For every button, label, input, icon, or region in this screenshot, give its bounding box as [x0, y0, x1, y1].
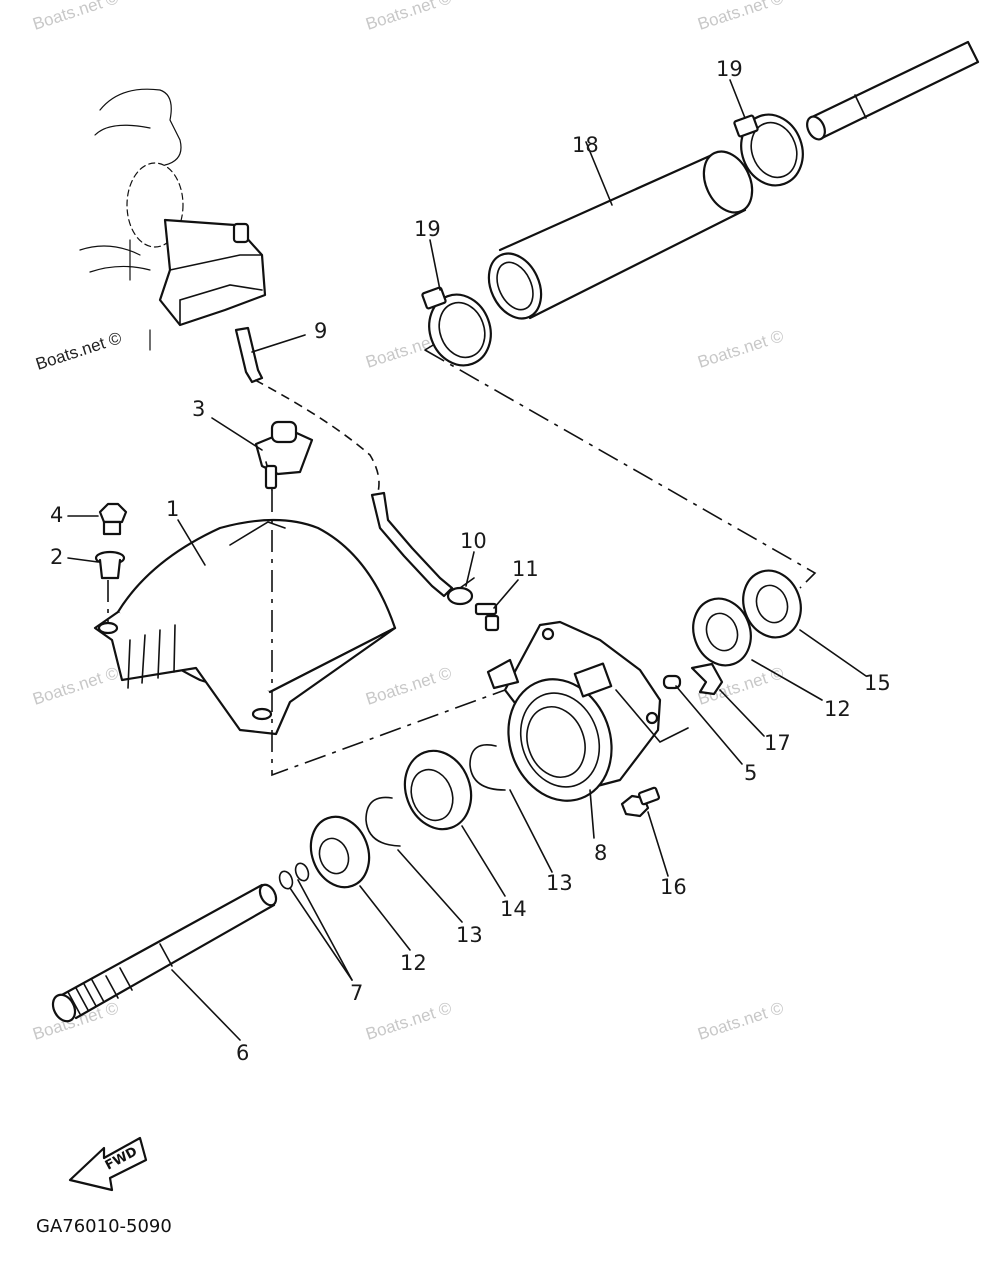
part-10-clip: [446, 577, 475, 606]
part-7-o-ring: [278, 862, 310, 890]
callout-14: 14: [500, 897, 527, 921]
part-2-collar: [94, 550, 126, 580]
callout-18: 18: [572, 133, 599, 157]
part-16-bolt: [620, 786, 661, 818]
part-5-pin: [662, 674, 682, 690]
callout-19-left: 19: [414, 217, 441, 241]
callouts: 1 2 3 4 5 6 7 8 9 10 11 12 12 13 13 14 1…: [50, 57, 891, 1065]
callout-17: 17: [764, 731, 791, 755]
leader-lines: [67, 79, 867, 1041]
callout-4: 4: [50, 503, 63, 527]
part-12-oil-seal: [309, 815, 371, 889]
part-4-bolt: [98, 502, 128, 536]
callout-2: 2: [50, 545, 63, 569]
watermark: Boats.net ©: [695, 326, 786, 372]
watermark: Boats.net ©: [30, 0, 121, 34]
part-11-nipple: [474, 602, 500, 632]
callout-12-lower: 12: [400, 951, 427, 975]
part-19-clamp: [733, 113, 804, 187]
watermark: Boats.net ©: [363, 0, 454, 34]
callout-11: 11: [512, 557, 539, 581]
watermark: Boats.net ©: [33, 328, 124, 374]
callout-15: 15: [864, 671, 891, 695]
part-15-oil-seal: [742, 569, 802, 639]
part-8-bearing-housing: [486, 620, 662, 802]
watermark: Boats.net ©: [695, 0, 786, 34]
part-17-plate: [690, 662, 724, 696]
part-12-oil-seal: [692, 597, 752, 667]
engine-housing-outline: [79, 88, 267, 351]
part-13-circlip: [365, 796, 401, 847]
part-14-bearing: [403, 749, 473, 831]
watermark: Boats.net ©: [695, 998, 786, 1044]
fwd-arrow-icon: FWD: [68, 1136, 148, 1192]
part-1-cover: [93, 518, 397, 736]
part-3-bracket: [254, 420, 314, 491]
watermark: Boats.net ©: [30, 663, 121, 709]
callout-7: 7: [350, 981, 363, 1005]
callout-5: 5: [744, 761, 757, 785]
callout-3: 3: [192, 397, 205, 421]
drive-shaft: [806, 40, 980, 141]
diagram-code: GA76010-5090: [36, 1216, 172, 1237]
callout-6: 6: [236, 1041, 249, 1065]
alignment-line: [424, 349, 817, 589]
part-9-hose: [234, 326, 454, 598]
callout-16: 16: [660, 875, 687, 899]
callout-13-lower: 13: [456, 923, 483, 947]
callout-10: 10: [460, 529, 487, 553]
alignment-line: [271, 490, 506, 777]
callout-13-upper: 13: [546, 871, 573, 895]
callout-8: 8: [594, 841, 607, 865]
callout-1: 1: [166, 497, 179, 521]
part-13-circlip: [469, 744, 506, 791]
part-6-impeller-shaft: [51, 883, 278, 1023]
callout-19-right: 19: [716, 57, 743, 81]
callout-9: 9: [314, 319, 327, 343]
watermark: Boats.net ©: [363, 663, 454, 709]
watermark: Boats.net ©: [363, 998, 454, 1044]
part-19-clamp: [421, 286, 492, 367]
part-18-hose-pipe: [487, 150, 754, 320]
callout-12-upper: 12: [824, 697, 851, 721]
